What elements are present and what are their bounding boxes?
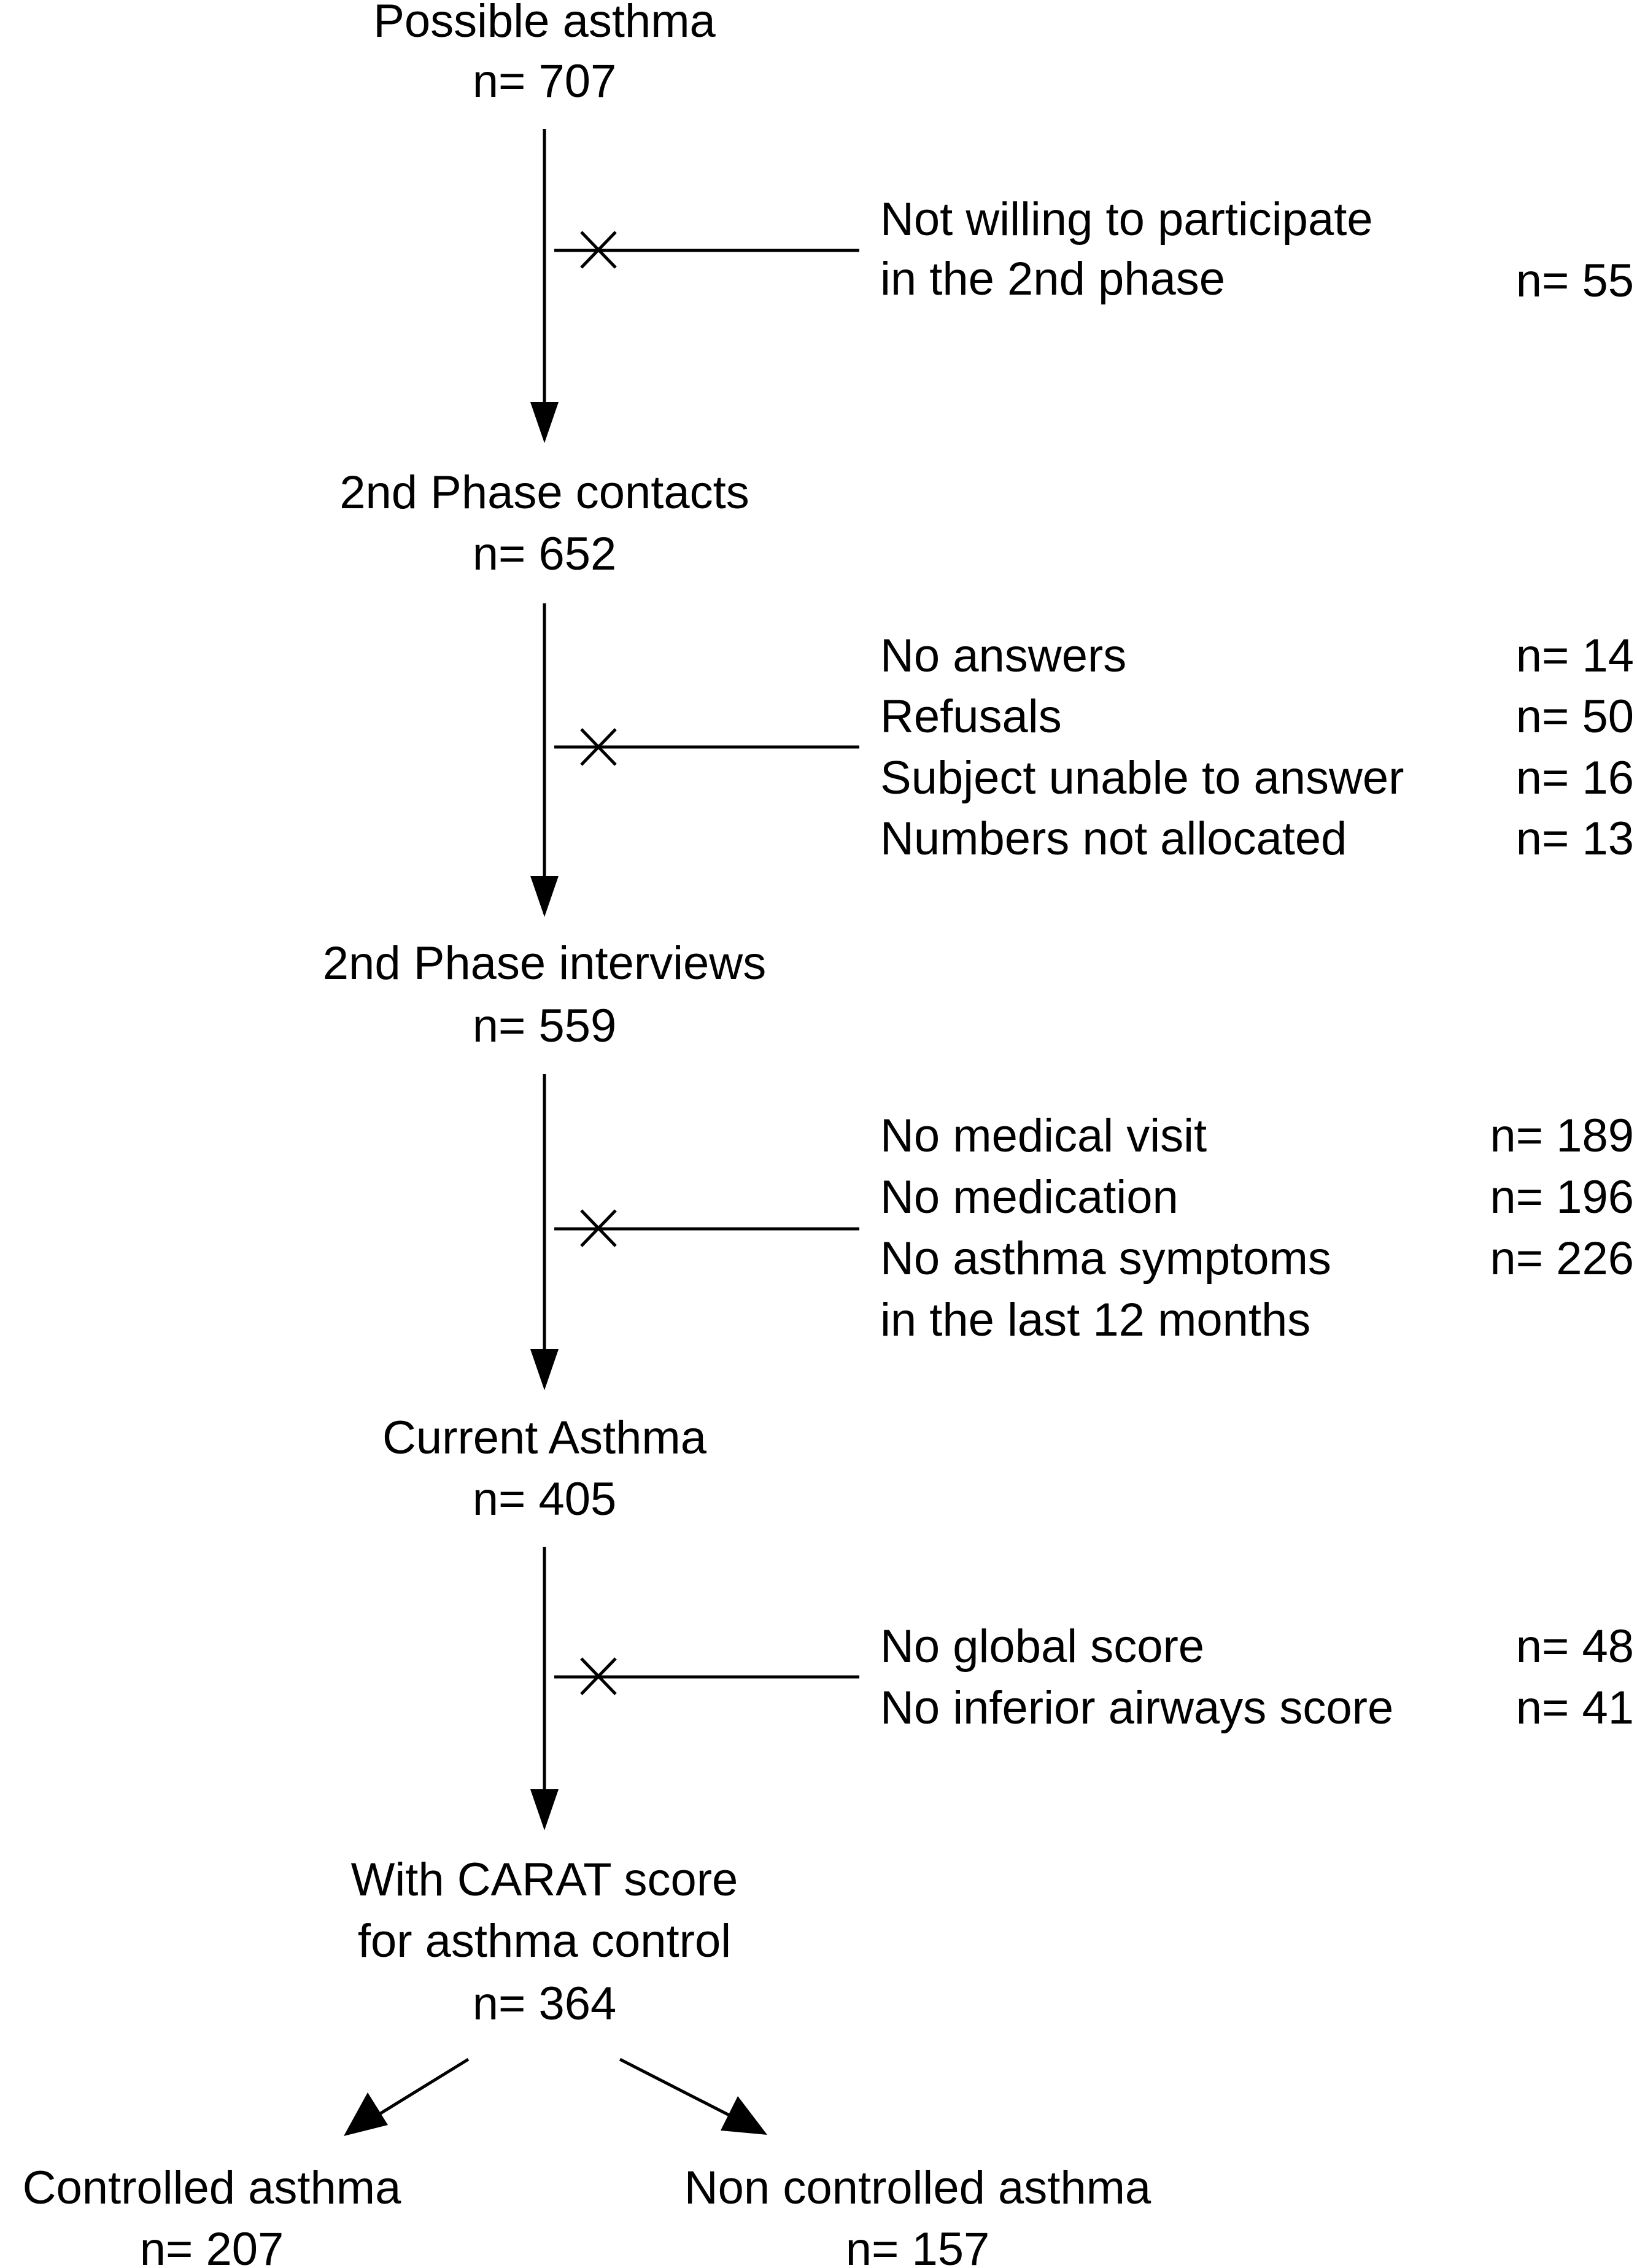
cross-icon <box>580 728 617 766</box>
cross-icon <box>580 231 617 269</box>
node-label: 2nd Phase interviews <box>323 937 766 989</box>
arrow-split-left <box>344 2057 470 2136</box>
exclusion-branch <box>554 1209 859 1247</box>
exclusion-count: n= 14 <box>1516 630 1634 682</box>
node-count: n= 559 <box>473 1000 617 1052</box>
node-label: Possible asthma <box>373 0 716 47</box>
node-label: Controlled asthma <box>23 2162 401 2214</box>
cross-icon <box>580 1657 617 1695</box>
node-count: n= 364 <box>473 1978 617 2030</box>
node-label: 2nd Phase contacts <box>339 466 749 519</box>
exclusion-branch <box>554 231 859 269</box>
exclusion-label: No medical visit <box>880 1110 1207 1162</box>
node-count: n= 157 <box>846 2223 990 2268</box>
arrow-split-right <box>619 2057 767 2135</box>
exclusion-label: Not willing to participate <box>880 193 1373 246</box>
exclusion-label: No global score <box>880 1620 1204 1673</box>
arrow-down <box>530 129 559 443</box>
node-count: n= 707 <box>473 55 617 107</box>
node-controlled-asthma: Controlled asthma n= 207 <box>23 2162 401 2268</box>
exclusion-count: n= 41 <box>1516 1682 1634 1734</box>
exclusion-count: n= 50 <box>1516 691 1634 743</box>
exclusion-label: Subject unable to answer <box>880 752 1404 804</box>
exclusion-not-willing: Not willing to participate in the 2nd ph… <box>880 193 1634 307</box>
node-2nd-phase-interviews: 2nd Phase interviews n= 559 <box>323 937 766 1052</box>
node-label: Current Asthma <box>382 1412 707 1464</box>
node-current-asthma: Current Asthma n= 405 <box>382 1412 707 1525</box>
exclusion-branch <box>554 728 859 766</box>
node-count: n= 652 <box>473 528 617 580</box>
node-label: Non controlled asthma <box>684 2162 1151 2214</box>
exclusion-label: No answers <box>880 630 1126 682</box>
exclusion-label: in the 2nd phase <box>880 253 1225 305</box>
exclusion-current-asthma: No global score n= 48 No inferior airway… <box>880 1620 1634 1734</box>
exclusion-count: n= 55 <box>1516 255 1634 307</box>
exclusion-label: in the last 12 months <box>880 1294 1310 1346</box>
node-count: n= 207 <box>140 2223 284 2268</box>
node-non-controlled-asthma: Non controlled asthma n= 157 <box>684 2162 1151 2268</box>
exclusion-count: n= 196 <box>1490 1171 1634 1223</box>
exclusion-count: n= 189 <box>1490 1110 1634 1162</box>
exclusion-count: n= 16 <box>1516 752 1634 804</box>
node-label-line2: for asthma control <box>358 1915 731 1967</box>
exclusion-label: Refusals <box>880 691 1062 743</box>
node-2nd-phase-contacts: 2nd Phase contacts n= 652 <box>339 466 749 580</box>
exclusion-count: n= 13 <box>1516 813 1634 865</box>
exclusion-label: No asthma symptoms <box>880 1233 1331 1285</box>
arrow-down <box>530 603 559 917</box>
cross-icon <box>580 1209 617 1247</box>
exclusion-count: n= 226 <box>1490 1233 1634 1285</box>
exclusion-branch <box>554 1657 859 1695</box>
exclusion-interviews: No medical visit n= 189 No medication n=… <box>880 1110 1634 1346</box>
node-possible-asthma: Possible asthma n= 707 <box>373 0 716 107</box>
exclusion-label: Numbers not allocated <box>880 813 1347 865</box>
exclusion-label: No medication <box>880 1171 1178 1223</box>
exclusion-count: n= 48 <box>1516 1620 1634 1673</box>
exclusion-label: No inferior airways score <box>880 1682 1393 1734</box>
exclusion-contacts: No answers n= 14 Refusals n= 50 Subject … <box>880 630 1634 865</box>
arrow-down <box>530 1547 559 1830</box>
arrow-down <box>530 1074 559 1390</box>
node-with-carat-score: With CARAT score for asthma control n= 3… <box>351 1854 738 2030</box>
node-count: n= 405 <box>473 1473 617 1525</box>
node-label: With CARAT score <box>351 1854 738 1906</box>
